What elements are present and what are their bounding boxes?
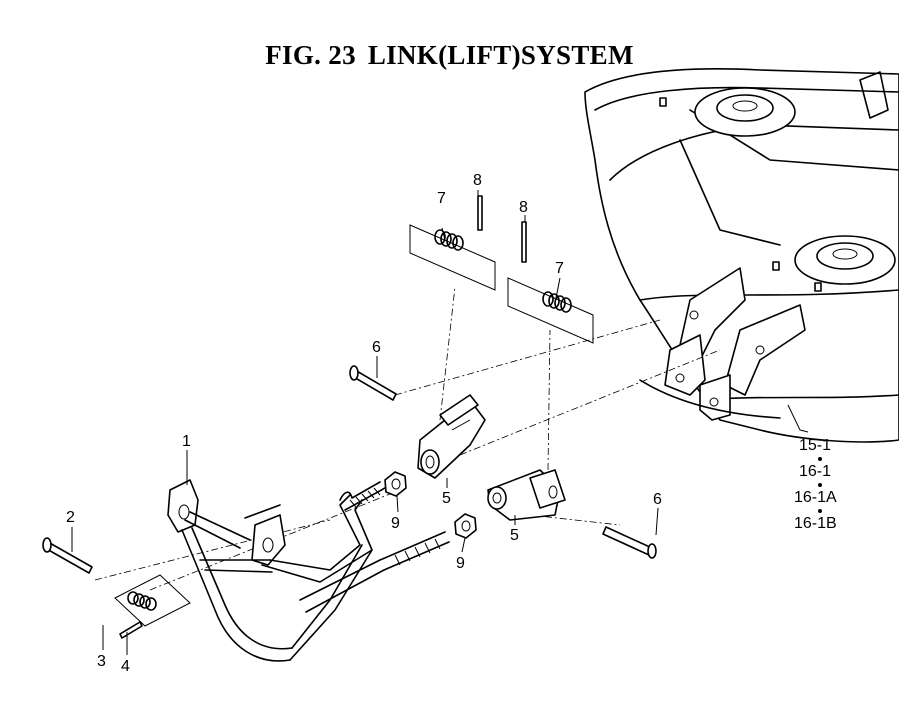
ref-dot <box>818 483 822 487</box>
pin-2 <box>42 537 93 574</box>
callout-4: 4 <box>121 658 130 675</box>
callout-1: 1 <box>182 433 191 450</box>
ref-16-1: 16-1 <box>799 463 831 480</box>
clevis-pin-lower <box>602 526 657 559</box>
assembly-centerlines <box>94 286 721 591</box>
ref-dot <box>818 509 822 513</box>
callout-5-lower: 5 <box>510 527 519 544</box>
callout-8-left: 8 <box>473 172 482 189</box>
ref-dot <box>818 457 822 461</box>
ref-16-1b: 16-1B <box>794 515 837 532</box>
callout-8-right: 8 <box>519 199 528 216</box>
ref-16-1a: 16-1A <box>794 489 837 506</box>
clevis-pin-upper <box>349 365 397 401</box>
spring-pin-box-bottom <box>114 574 191 639</box>
callout-5-upper: 5 <box>442 490 451 507</box>
ref-15-1: 15-1 <box>799 437 831 454</box>
mower-deck <box>584 68 899 443</box>
figure-number: FIG. 23 <box>265 40 356 70</box>
callout-9-upper: 9 <box>391 515 400 532</box>
callout-6-upper: 6 <box>372 339 381 356</box>
callout-6-lower: 6 <box>653 491 662 508</box>
figure-name: LINK(LIFT)SYSTEM <box>367 40 634 70</box>
callout-2: 2 <box>66 509 75 526</box>
link-bracket-lower <box>487 469 566 521</box>
spring-pin-box-left <box>409 195 496 291</box>
callouts: 1 2 3 4 5 5 6 6 7 7 8 8 9 9 <box>66 172 662 675</box>
callout-7-right: 7 <box>555 260 564 277</box>
callout-7-left: 7 <box>437 190 446 207</box>
figure-title: FIG. 23 LINK(LIFT)SYSTEM <box>0 40 899 71</box>
link-bracket-upper <box>417 394 486 479</box>
lift-frame <box>167 479 450 662</box>
reference-list: 15-1 16-1 16-1A 16-1B <box>794 437 837 532</box>
nut-upper <box>384 471 407 497</box>
leader-lines <box>71 190 809 655</box>
callout-3: 3 <box>97 653 106 670</box>
nut-lower <box>454 513 477 539</box>
callout-9-lower: 9 <box>456 555 465 572</box>
spring-pin-box-right <box>507 221 594 344</box>
